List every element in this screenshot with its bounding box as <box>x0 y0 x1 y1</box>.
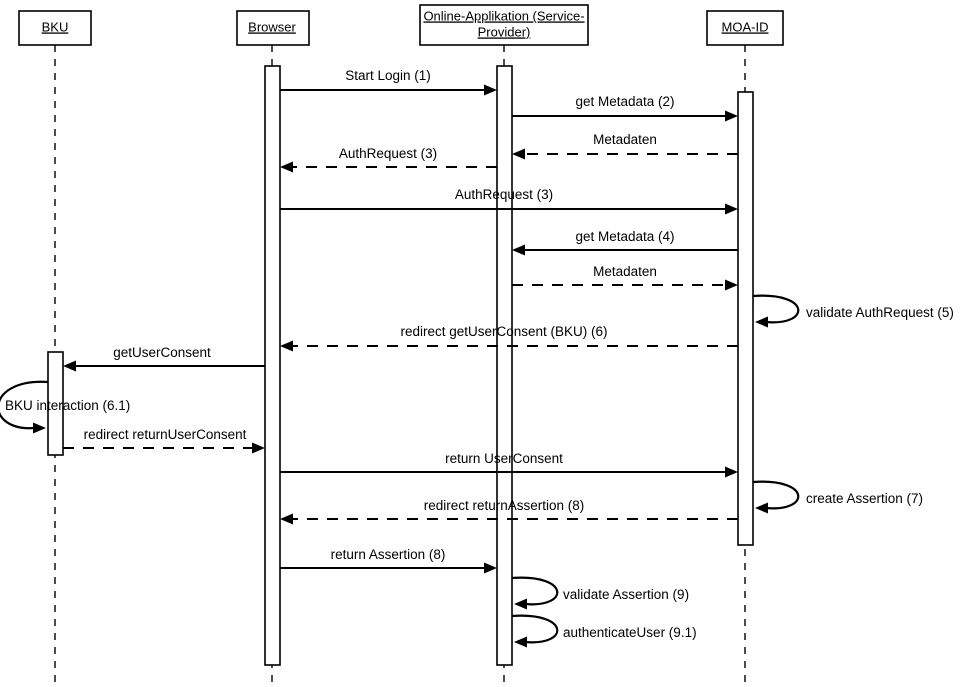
message-13: return Assertion (8) <box>280 547 497 574</box>
message-arrowhead-8 <box>280 340 293 352</box>
participant-label-moaid: MOA-ID <box>722 19 769 34</box>
self-message-61: BKU interaction (6.1) <box>0 380 130 434</box>
message-arrowhead-3 <box>512 148 525 160</box>
activation-bar-sp <box>496 65 513 666</box>
message-arrowhead-1 <box>484 84 497 96</box>
activation-bar-bku <box>47 351 64 456</box>
message-1: Start Login (1) <box>280 68 497 96</box>
self-message-7: create Assertion (7) <box>752 480 923 514</box>
participant-box-browser[interactable] <box>236 10 310 46</box>
message-6: get Metadata (4) <box>512 229 738 256</box>
self-messages-layer: validate AuthRequest (5) BKU interaction … <box>0 294 954 648</box>
message-arrowhead-2 <box>725 110 738 122</box>
message-label-10: redirect returnUserConsent <box>84 427 247 442</box>
self-message-arrowhead-91 <box>514 636 527 648</box>
message-3: Metadaten <box>512 132 738 160</box>
activations-layer <box>47 65 754 666</box>
activation-bar-browser <box>264 65 281 666</box>
participant-box-moaid[interactable] <box>706 10 784 46</box>
message-arrowhead-9 <box>63 360 76 372</box>
self-message-arc-5 <box>752 294 800 324</box>
message-10: redirect returnUserConsent <box>63 427 265 454</box>
message-9: getUserConsent <box>63 345 265 372</box>
self-message-arc-9 <box>511 576 559 606</box>
message-label-1: Start Login (1) <box>345 68 431 83</box>
message-11: return UserConsent <box>280 451 738 478</box>
self-message-label-9: validate Assertion (9) <box>563 587 689 602</box>
message-arrowhead-13 <box>484 562 497 574</box>
message-arrowhead-11 <box>725 466 738 478</box>
message-label-11: return UserConsent <box>445 451 563 466</box>
message-4: AuthRequest (3) <box>280 146 497 173</box>
message-label-13: return Assertion (8) <box>331 547 446 562</box>
message-arrowhead-10 <box>252 442 265 454</box>
participant-heads-layer: BKU Browser Online-Applikation (Service-Pr… <box>18 4 784 46</box>
self-message-arrowhead-7 <box>755 502 768 514</box>
self-message-arc-7 <box>752 480 800 510</box>
participant-moaid[interactable]: MOA-ID <box>706 10 784 46</box>
self-message-91: authenticateUser (9.1) <box>511 614 697 648</box>
activation-bar-moaid <box>737 91 754 546</box>
message-arrowhead-4 <box>280 161 293 173</box>
participant-sp[interactable]: Online-Applikation (Service-Provider) <box>419 4 589 46</box>
message-label-9: getUserConsent <box>113 345 211 360</box>
message-8: redirect getUserConsent (BKU) (6) <box>280 324 738 352</box>
message-7: Metadaten <box>512 264 738 291</box>
participant-label-bku: BKU <box>42 19 69 34</box>
message-label-2: get Metadata (2) <box>575 94 674 109</box>
self-message-arc-91 <box>511 614 559 644</box>
self-message-9: validate Assertion (9) <box>511 576 689 610</box>
message-label-7: Metadaten <box>593 264 657 279</box>
participant-label-sp: Provider) <box>478 24 531 39</box>
message-2: get Metadata (2) <box>512 94 738 122</box>
self-message-label-7: create Assertion (7) <box>806 491 923 506</box>
message-label-8: redirect getUserConsent (BKU) (6) <box>400 324 607 339</box>
participant-bku[interactable]: BKU <box>18 10 92 46</box>
message-12: redirect returnAssertion (8) <box>280 498 738 525</box>
self-message-label-5: validate AuthRequest (5) <box>806 305 954 320</box>
message-label-5: AuthRequest (3) <box>455 187 553 202</box>
participant-label-browser: Browser <box>248 19 296 34</box>
self-message-arc-61 <box>0 380 49 430</box>
self-message-5: validate AuthRequest (5) <box>752 294 954 328</box>
message-5: AuthRequest (3) <box>280 187 738 215</box>
participant-browser[interactable]: Browser <box>236 10 310 46</box>
message-arrowhead-12 <box>280 513 293 525</box>
message-label-12: redirect returnAssertion (8) <box>424 498 585 513</box>
message-arrowhead-5 <box>725 203 738 215</box>
participant-box-sp[interactable] <box>419 4 589 46</box>
participant-box-bku[interactable] <box>18 10 92 46</box>
self-message-arrowhead-9 <box>514 598 527 610</box>
message-label-6: get Metadata (4) <box>575 229 674 244</box>
self-message-label-61: BKU interaction (6.1) <box>5 398 130 413</box>
message-label-3: Metadaten <box>593 132 657 147</box>
message-arrowhead-7 <box>725 279 738 291</box>
participant-label-sp: Online-Applikation (Service- <box>423 8 584 23</box>
self-message-label-91: authenticateUser (9.1) <box>563 625 697 640</box>
message-label-4: AuthRequest (3) <box>339 146 437 161</box>
message-arrowhead-6 <box>512 244 525 256</box>
self-message-arrowhead-61 <box>33 422 46 434</box>
self-message-arrowhead-5 <box>755 316 768 328</box>
messages-layer: Start Login (1) get Metadata (2) Metadaten… <box>63 68 738 574</box>
